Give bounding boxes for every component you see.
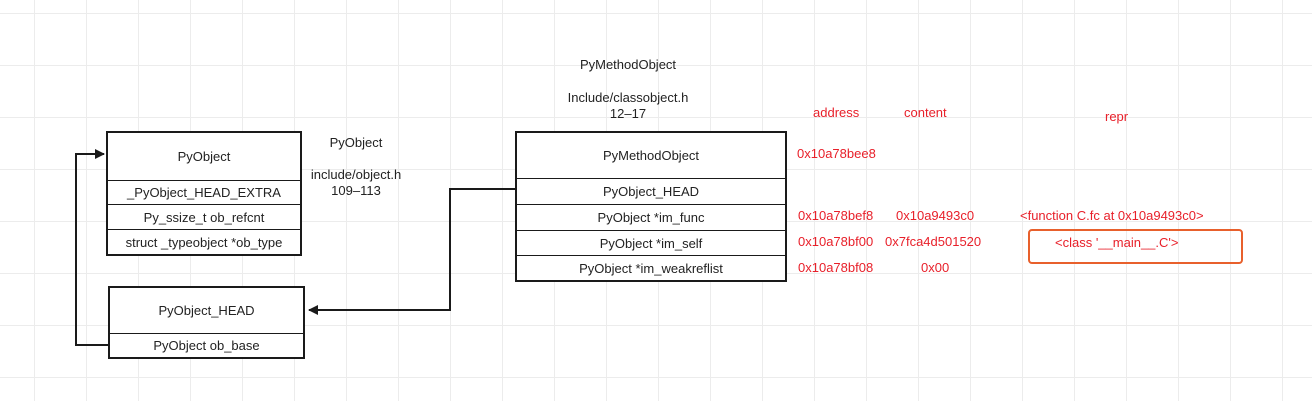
method-caption-name: PyMethodObject xyxy=(579,57,677,72)
pyobject-field: _PyObject_HEAD_EXTRA xyxy=(108,180,300,204)
content-header: content xyxy=(904,105,947,120)
pyobject-field: Py_ssize_t ob_refcnt xyxy=(108,204,300,229)
pyobject-caption-file: include/object.h xyxy=(310,167,402,182)
pyobject-struct-title: PyObject xyxy=(177,149,231,164)
row-address: 0x10a78bef8 xyxy=(798,208,874,223)
pymethodobject-field: PyObject_HEAD xyxy=(517,178,785,204)
repr-header: repr xyxy=(1105,109,1129,124)
row-address: 0x10a78bf08 xyxy=(798,260,874,275)
method-caption-file: Include/classobject.h xyxy=(567,90,689,105)
row-content: 0x00 xyxy=(921,260,950,275)
pyobject-head-field: PyObject ob_base xyxy=(110,333,303,357)
address-header: address xyxy=(813,105,860,120)
pymethodobject-field: PyObject *im_self xyxy=(517,230,785,255)
im-self-repr-highlight xyxy=(1028,229,1243,264)
pyobject-caption-name: PyObject xyxy=(329,135,383,150)
method-caption-lines: 12–17 xyxy=(609,106,647,121)
row-address: 0x10a78bf00 xyxy=(798,234,874,249)
row-repr: <class '__main__.C'> xyxy=(1055,235,1179,250)
pymethodobject-field: PyObject *im_weakreflist xyxy=(517,255,785,280)
pyobject-struct-box: PyObject _PyObject_HEAD_EXTRA Py_ssize_t… xyxy=(106,131,302,256)
pyobject-field: struct _typeobject *ob_type xyxy=(108,229,300,254)
pyobject-head-title: PyObject_HEAD xyxy=(158,303,255,318)
base-address: 0x10a78bee8 xyxy=(797,146,876,161)
pymethodobject-struct-box: PyMethodObject PyObject_HEAD PyObject *i… xyxy=(515,131,787,282)
row-repr: <function C.fc at 0x10a9493c0> xyxy=(1020,208,1204,223)
method-head-to-pyobject-head-arrow xyxy=(308,188,516,315)
pymethodobject-title: PyMethodObject xyxy=(602,148,700,163)
row-content: 0x7fca4d501520 xyxy=(885,234,982,249)
row-content: 0x10a9493c0 xyxy=(896,208,975,223)
pymethodobject-field: PyObject *im_func xyxy=(517,204,785,230)
pyobject-caption-lines: 109–113 xyxy=(331,183,381,198)
head-to-pyobject-arrow xyxy=(75,149,110,346)
pyobject-head-struct-box: PyObject_HEAD PyObject ob_base xyxy=(108,286,305,359)
